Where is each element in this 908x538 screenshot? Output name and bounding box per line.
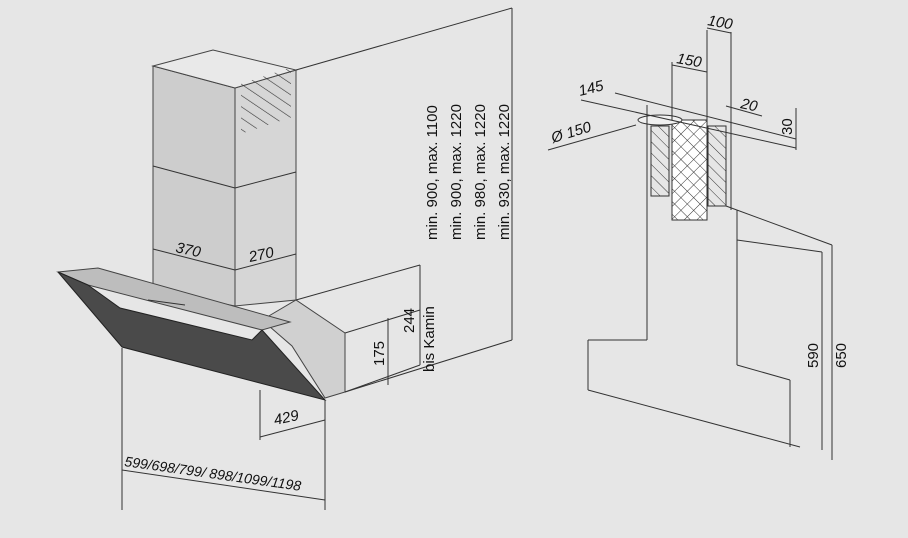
dim-429: 429 [272,407,301,429]
duct-crosshatch [671,119,708,221]
height-range-4: min. 930, max. 1220 [496,104,513,240]
dim-650: 650 [833,343,850,368]
height-range-labels: min. 900, max. 1100 min. 900, max. 1220 … [424,104,513,240]
dim-175: 175 [371,341,388,366]
dim-270: 270 [246,244,276,266]
hood-drawing: 370 270 min. 900, max. 1100 min. 900, ma… [56,7,513,510]
diameter-150: Ø 150 [548,118,594,147]
wall-hatch-left [650,125,670,197]
height-range-3: min. 980, max. 1220 [472,104,489,240]
dim-20: 20 [738,95,759,115]
height-range-2: min. 900, max. 1220 [448,104,465,240]
duct-collar [637,114,683,126]
dim-100: 100 [706,12,734,33]
height-range-1: min. 900, max. 1100 [424,105,441,240]
installation-drawing: 100 150 145 20 30 Ø 150 590 650 [547,12,850,460]
hood-glass-panel [57,271,327,401]
wall-hatch-right [707,125,727,207]
dim-30: 30 [779,118,796,135]
vent-grille [241,67,291,134]
bis-kamin-label: bis Kamin [421,306,438,372]
dim-244: 244 [401,308,418,333]
dim-150: 150 [675,50,703,71]
dim-widths: 599/698/799/ 898/1099/1198 [124,453,303,494]
dim-145: 145 [577,77,606,100]
dim-590: 590 [805,343,822,368]
dim-370: 370 [174,239,203,261]
chimney-front [152,65,236,307]
